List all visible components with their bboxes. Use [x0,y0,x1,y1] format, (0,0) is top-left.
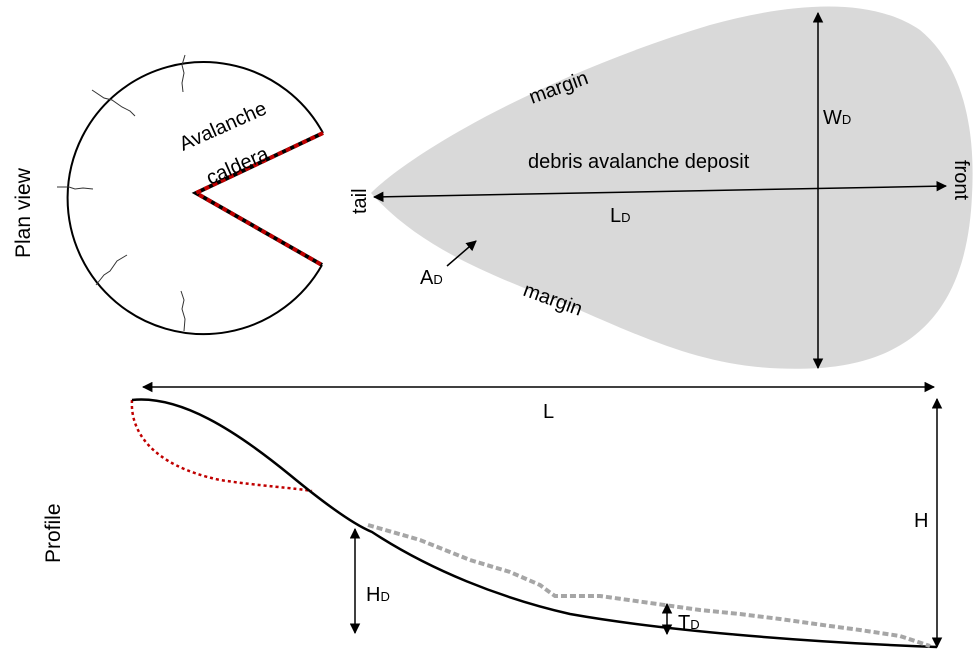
deposit-length-label: LD [610,205,631,227]
caldera-cracks [57,54,186,332]
tail-label: tail [349,188,371,214]
profile-view: Profile L H HD TD [42,381,943,649]
total-height-label: H [914,510,928,532]
plan-view: Avalanche caldera Plan view debris avala… [12,6,973,370]
caldera-scar-edges [191,131,324,267]
deposit-area-arrow [446,240,477,267]
deposit-width-label: WD [823,107,851,129]
plan-view-label: Plan view [12,167,35,258]
total-length-label: L [543,401,554,423]
deposit-area-label: AD [420,267,443,289]
volcano-profile [131,398,938,649]
profile-label: Profile [42,503,65,563]
thickness-label: TD [678,612,700,634]
deposit-label: debris avalanche deposit [528,151,750,173]
pre-collapse-profile [130,399,313,493]
caldera-label-line2: caldera [203,142,273,189]
deposit-height-label: HD [366,584,390,606]
deposit-surface [367,523,931,648]
deposit-length-arrow [372,180,948,203]
front-label: front [950,160,972,200]
caldera-outline [66,61,324,336]
